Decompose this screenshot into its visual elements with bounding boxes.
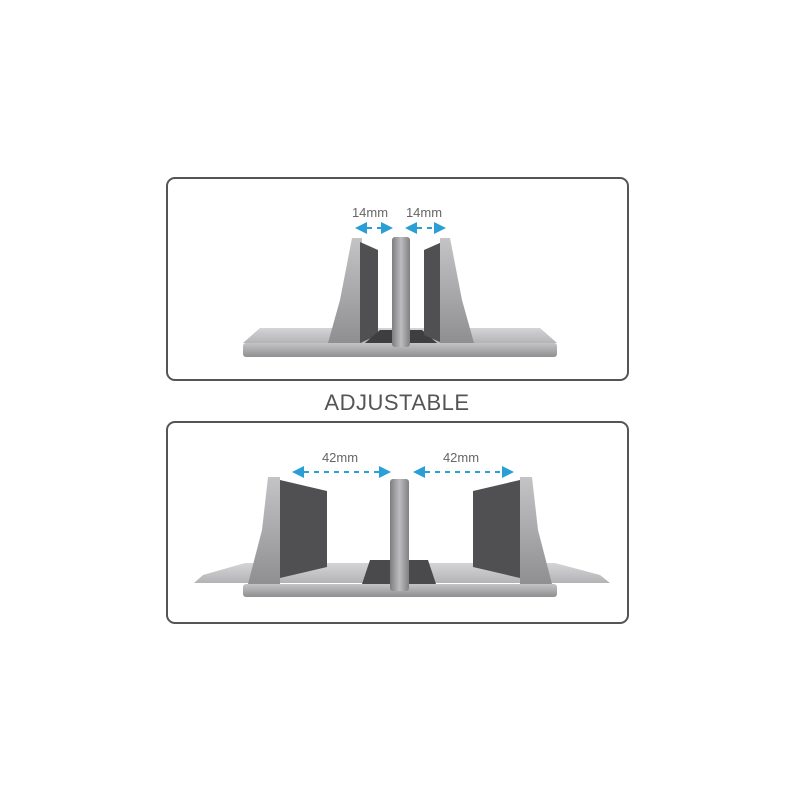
dimension-label: 42mm [321, 450, 359, 465]
dimension-label: 14mm [405, 205, 443, 220]
stand-narrow [243, 222, 557, 357]
dimension-label: 14mm [351, 205, 389, 220]
stand-wide [194, 466, 610, 597]
dimension-label: 42mm [442, 450, 480, 465]
heading: ADJUSTABLE [324, 390, 470, 415]
